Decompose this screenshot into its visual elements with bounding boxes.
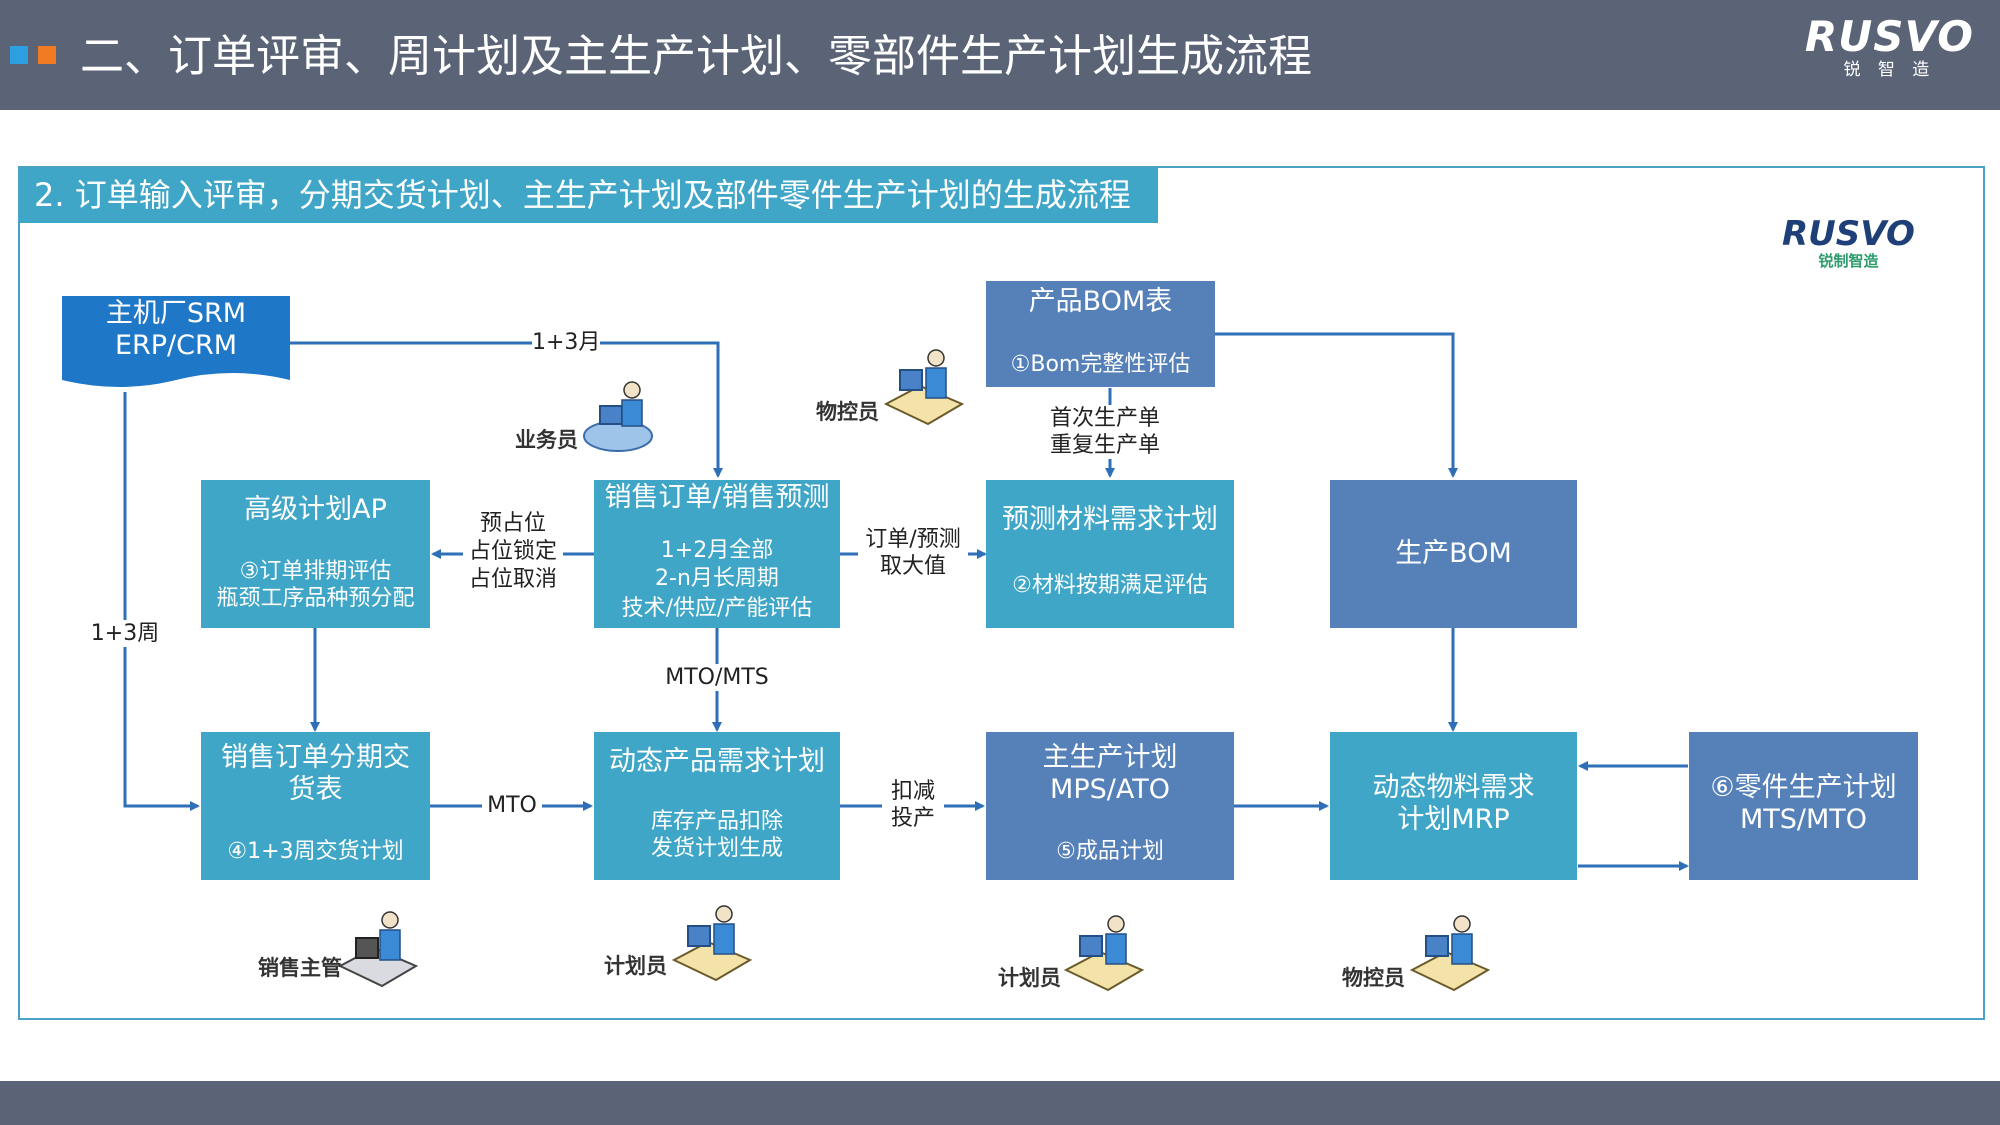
node-parts: ⑥零件生产计划 MTS/MTO: [1689, 732, 1918, 880]
node-srm-title: 主机厂SRM: [105, 298, 247, 329]
node-sales-order-sub3: 技术/供应/产能评估: [621, 596, 813, 621]
label-1-3-month: 1+3月: [532, 329, 601, 356]
company-logo-top: RUSVO 锐 智 造: [1805, 12, 1974, 80]
node-delivery-sub: ④1+3周交货计划: [227, 839, 404, 864]
node-mrp-title2: 计划MRP: [1397, 804, 1510, 835]
company-logo-inner: RUSVO 锐制智造: [1782, 214, 1915, 271]
node-delivery-title2: 货表: [288, 774, 343, 805]
edge-bom-to-prod-bom: [1215, 332, 1458, 478]
node-dynamic-demand-title: 动态产品需求计划: [609, 746, 825, 777]
salesman-person-icon: [583, 381, 653, 452]
node-parts-title2: MTS/MTO: [1739, 804, 1868, 835]
node-sales-order-sub: 1+2月全部: [660, 538, 774, 563]
node-srm: 主机厂SRM ERP/CRM: [62, 296, 290, 366]
node-ap-title: 高级计划AP: [244, 494, 387, 525]
section-title: 2. 订单输入评审，分期交货计划、主生产计划及部件零件生产计划的生成流程: [20, 168, 1158, 223]
node-mps-title: 主生产计划: [1042, 742, 1178, 773]
label-mto: MTO: [482, 792, 542, 819]
node-delivery: 销售订单分期交 货表 ④1+3周交货计划: [201, 732, 430, 880]
label-deduct-2: 投产: [882, 805, 944, 832]
node-mps: 主生产计划 MPS/ATO ⑤成品计划: [986, 732, 1234, 880]
node-mps-sub: ⑤成品计划: [1056, 839, 1164, 864]
logo-wordmark: RUSVO: [1804, 12, 1974, 61]
diagram-panel: [18, 166, 1985, 1020]
label-reserve-2: 占位锁定: [463, 538, 563, 565]
top-bar: 二、订单评审、周计划及主生产计划、零部件生产计划生成流程 RUSVO 锐 智 造: [0, 0, 2000, 110]
node-dynamic-demand: 动态产品需求计划 库存产品扣除 发货计划生成: [594, 732, 840, 880]
node-bom-product-title: 产品BOM表: [1028, 286, 1173, 317]
label-deduct-1: 扣减: [882, 778, 944, 805]
logo-inner-wordmark: RUSVO: [1782, 214, 1915, 254]
node-ap-sub2: 瓶颈工序品种预分配: [216, 586, 415, 611]
node-mrp-title: 动态物料需求: [1372, 772, 1535, 803]
node-forecast-material-title: 预测材料需求计划: [1002, 504, 1218, 535]
node-bom-product: 产品BOM表 ①Bom完整性评估: [986, 281, 1215, 387]
node-mps-title2: MPS/ATO: [1050, 774, 1170, 805]
logo-inner-subtitle: 锐制智造: [1818, 252, 1879, 270]
node-ap: 高级计划AP ③订单排期评估 瓶颈工序品种预分配: [201, 480, 430, 628]
material-controller-top-person-icon: [883, 349, 965, 426]
node-sales-order-title: 销售订单/销售预测: [604, 482, 830, 513]
role-material-controller-bottom: 物控员: [1342, 966, 1405, 990]
node-bom-product-sub: ①Bom完整性评估: [1010, 352, 1191, 377]
sales-manager-person-icon: [337, 911, 419, 988]
label-order-forecast-2: 取大值: [858, 553, 968, 580]
node-forecast-material: 预测材料需求计划 ②材料按期满足评估: [986, 480, 1234, 628]
title-marker-orange: [38, 46, 56, 64]
node-prod-bom: 生产BOM: [1330, 480, 1577, 628]
label-mto-mts: MTO/MTS: [654, 664, 780, 691]
node-sales-order-sub2: 2-n月长周期: [655, 566, 779, 591]
role-planner-1: 计划员: [604, 954, 667, 978]
node-sales-order: 销售订单/销售预测 1+2月全部 2-n月长周期 技术/供应/产能评估: [594, 480, 840, 628]
role-sales-manager: 销售主管: [258, 956, 342, 980]
node-dynamic-demand-sub: 库存产品扣除: [650, 809, 783, 834]
node-mrp: 动态物料需求 计划MRP: [1330, 732, 1577, 880]
role-salesman: 业务员: [515, 428, 578, 452]
srm-document-shape: [62, 296, 290, 387]
role-material-controller-top: 物控员: [816, 400, 879, 424]
label-reserve-3: 占位取消: [463, 566, 563, 593]
planner-2-person-icon: [1063, 915, 1145, 992]
label-1-3-week: 1+3周: [88, 620, 162, 647]
node-prod-bom-title: 生产BOM: [1395, 538, 1512, 569]
node-forecast-material-sub: ②材料按期满足评估: [1012, 573, 1208, 598]
node-delivery-title: 销售订单分期交: [221, 742, 410, 773]
label-repeat-order: 重复生产单: [1040, 432, 1170, 459]
node-ap-sub: ③订单排期评估: [239, 559, 392, 584]
node-srm-title2: ERP/CRM: [114, 330, 238, 361]
planner-1-person-icon: [671, 905, 753, 982]
node-dynamic-demand-sub2: 发货计划生成: [650, 836, 783, 861]
label-order-forecast-1: 订单/预测: [858, 526, 968, 553]
edge-srm-to-delivery: [123, 392, 200, 811]
edge-srm-to-sales-order: [290, 341, 723, 478]
logo-subtitle: 锐 智 造: [1843, 60, 1936, 80]
label-reserve-1: 预占位: [463, 510, 563, 537]
bottom-bar: [0, 1081, 2000, 1125]
node-parts-title: ⑥零件生产计划: [1710, 772, 1897, 803]
label-first-order: 首次生产单: [1040, 405, 1170, 432]
page-title: 二、订单评审、周计划及主生产计划、零部件生产计划生成流程: [80, 31, 1312, 82]
title-marker-blue: [10, 46, 28, 64]
material-controller-bottom-person-icon: [1409, 915, 1491, 992]
role-planner-2: 计划员: [998, 966, 1061, 990]
